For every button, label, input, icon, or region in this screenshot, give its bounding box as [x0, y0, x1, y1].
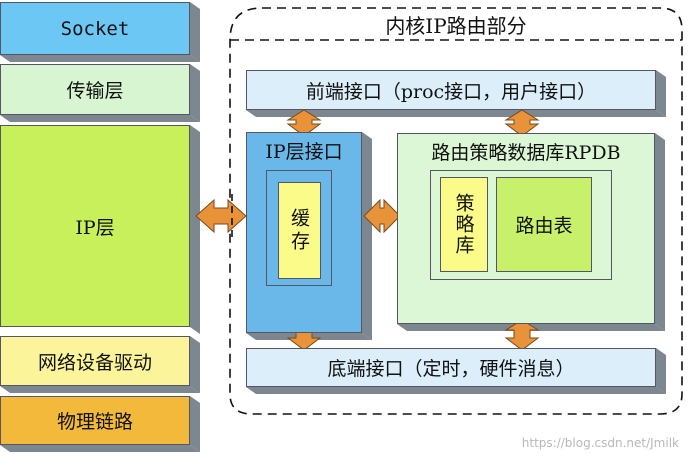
- backend-interface: 底端接口（定时，硬件消息）: [246, 348, 656, 387]
- cache-box: 缓存: [278, 182, 321, 279]
- physical-layer-label: 物理链路: [56, 411, 133, 433]
- transport-layer-label: 传输层: [66, 80, 124, 102]
- route-table-label: 路由表: [515, 215, 573, 237]
- frontend-interface-label: 前端接口（proc接口，用户接口）: [305, 80, 597, 103]
- physical-layer: 物理链路: [0, 396, 190, 445]
- left-stack-shading: [0, 2, 200, 452]
- kernel-region-border: [229, 7, 683, 415]
- policy-lib-label: 策略库: [452, 193, 475, 256]
- ip-layer: IP层: [0, 125, 190, 327]
- policy-lib-box: 策略库: [440, 177, 488, 272]
- netdev-layer-label: 网络设备驱动: [37, 351, 152, 374]
- ip-layer-label: IP层: [75, 216, 115, 239]
- kernel-title: 内核IP路由部分: [385, 14, 527, 38]
- watermark: https://blog.csdn.net/Jmilk: [521, 436, 679, 450]
- arrow-ip-to-iface: [195, 198, 247, 234]
- arrows: [195, 109, 540, 351]
- route-table-box: 路由表: [496, 177, 592, 272]
- cache-label: 缓存: [288, 207, 310, 254]
- ip-layer-interface-label: IP层接口: [265, 141, 343, 163]
- backend-interface-label: 底端接口（定时，硬件消息）: [327, 358, 575, 380]
- frontend-interface: 前端接口（proc接口，用户接口）: [246, 70, 656, 110]
- socket-layer-label: Socket: [60, 17, 130, 40]
- netdev-layer: 网络设备驱动: [0, 336, 190, 386]
- socket-layer: Socket: [0, 2, 190, 55]
- transport-layer: 传输层: [0, 64, 190, 115]
- rpdb-label: 路由策略数据库RPDB: [431, 142, 621, 164]
